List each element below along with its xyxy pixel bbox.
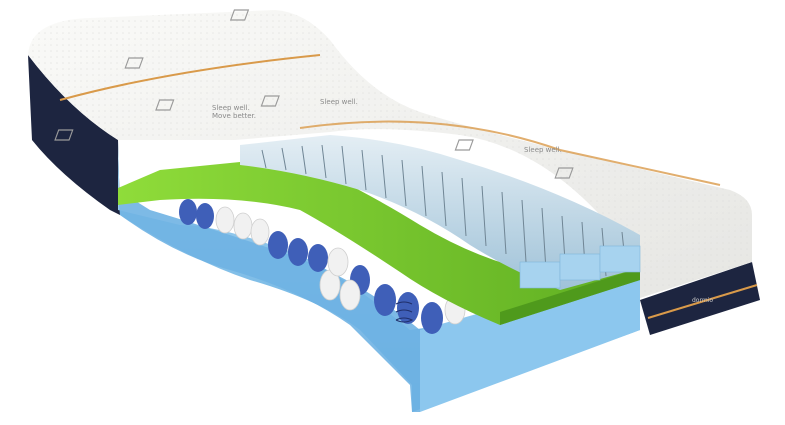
comfort-foam-layer [240, 135, 640, 290]
accent-stripe-top-2 [299, 120, 721, 186]
cover-label-2: Move better. [212, 112, 256, 120]
accent-stripe-top-1 [59, 54, 321, 101]
cover-label-1: Sleep well. [212, 104, 250, 112]
gel-foam-end [420, 268, 640, 412]
cover-label-4: Sleep well. [524, 146, 562, 154]
gel-foam-front [118, 190, 420, 412]
green-foam-layer [118, 162, 640, 325]
pocket-springs [179, 199, 466, 334]
accent-stripe-right [647, 284, 758, 319]
blue-foam-blocks [519, 245, 641, 289]
side-label: dormio [692, 297, 713, 304]
mattress-border-right [640, 262, 760, 335]
cover-logo-marks [54, 9, 574, 227]
cover-label-3: Sleep well. [320, 98, 358, 106]
mattress-border-left [28, 55, 120, 215]
